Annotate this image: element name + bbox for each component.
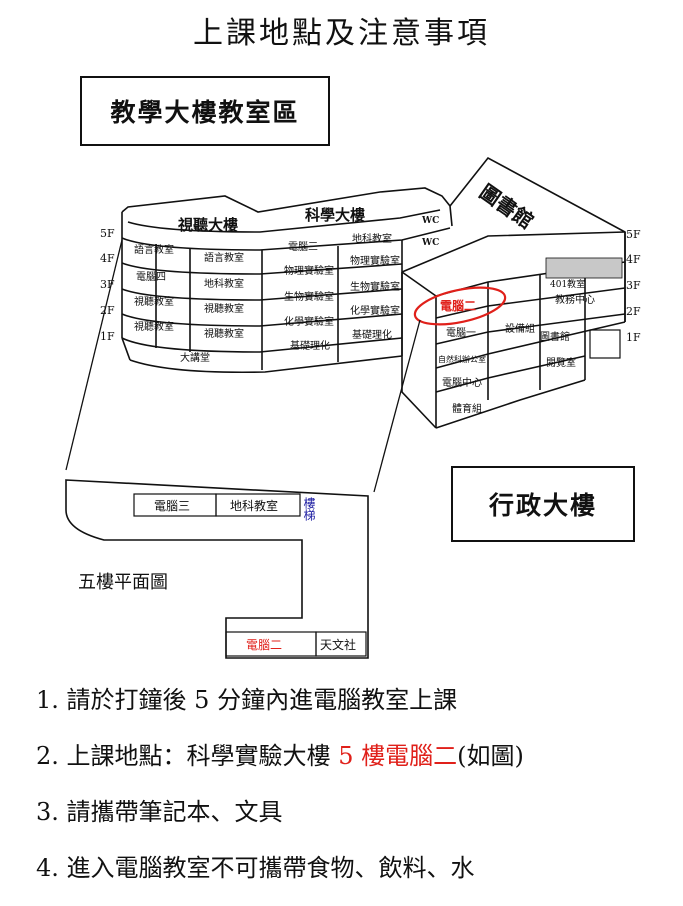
room-label: 化學實驗室	[350, 304, 400, 317]
notes-list: 1. 請於打鐘後 5 分鐘內進電腦教室上課 2. 上課地點：科學實驗大樓 5 樓…	[36, 682, 676, 906]
floor-label-left: 4F	[100, 252, 115, 265]
room-label: 基礎理化	[290, 339, 330, 352]
note-text: 上課地點：科學實驗大樓	[66, 742, 339, 770]
teaching-area-label: 教學大樓教室區	[80, 76, 330, 146]
note-text: 請攜帶筆記本、文具	[66, 798, 283, 826]
wc-label: WC	[421, 238, 439, 248]
floor-label-left: 2F	[100, 304, 115, 317]
floor-label-right: 3F	[626, 279, 641, 292]
roof-label: 科學大樓	[305, 206, 365, 224]
room-label: 圖書館	[540, 330, 570, 343]
document-page: 上課地點及注意事項 教學大樓教室區 5F 4F 3F 2F 1F 5F 4F 3…	[36, 16, 641, 882]
room-label: 基礎理化	[352, 328, 392, 341]
note-highlight: 5 樓電腦二	[338, 742, 458, 770]
floor-room-label-computer2: 電腦二	[246, 637, 282, 652]
roof-label: 圖書館	[475, 179, 538, 233]
stairs-label: 樓梯	[302, 496, 316, 521]
wc-label: WC	[421, 216, 439, 226]
room-label: 語言教室	[134, 243, 174, 256]
floor-label-right: 5F	[626, 228, 641, 241]
floor-room	[315, 631, 367, 657]
room-label: 電腦一	[446, 326, 476, 339]
room-label: 閱覽室	[546, 356, 576, 369]
floor-label-left: 1F	[100, 330, 115, 343]
room-label: 語言教室	[204, 251, 244, 264]
entrance-door	[589, 329, 621, 359]
room-label: 地科教室	[204, 277, 244, 290]
note-number: 2.	[36, 742, 59, 770]
highlight-circle	[413, 286, 507, 326]
room-label: 電腦中心	[442, 376, 482, 389]
note-item: 4. 進入電腦教室不可攜帶食物、飲料、水	[36, 850, 676, 906]
note-number: 4.	[36, 854, 59, 882]
floor-room-label: 地科教室	[230, 498, 278, 513]
callout-line	[373, 319, 421, 493]
shaded-room	[545, 257, 623, 279]
room-label: 地科教室	[352, 232, 392, 245]
room-label: 化學實驗室	[284, 315, 334, 328]
note-text: 請於打鐘後 5 分鐘內進電腦教室上課	[66, 686, 458, 714]
floor-plan-title: 五樓平面圖	[78, 572, 168, 593]
note-item: 1. 請於打鐘後 5 分鐘內進電腦教室上課	[36, 682, 676, 738]
floor-label-right: 1F	[626, 331, 641, 344]
callout-line	[65, 239, 123, 471]
room-label: 視聽教室	[204, 302, 244, 315]
floor-room	[215, 493, 301, 517]
room-label: 物理實驗室	[350, 254, 400, 267]
room-label: 大講堂	[180, 351, 210, 364]
floor-label-left: 5F	[100, 227, 115, 240]
note-tail: (如圖)	[457, 742, 524, 770]
room-label: 視聽教室	[204, 327, 244, 340]
room-label-computer2: 電腦二	[440, 298, 476, 313]
page-title: 上課地點及注意事項	[193, 16, 490, 51]
room-label: 生物實驗室	[284, 290, 334, 303]
room-label: 體育組	[452, 402, 482, 415]
floor-label-right: 2F	[626, 305, 641, 318]
floor-room-label: 天文社	[320, 637, 356, 652]
note-number: 3.	[36, 798, 59, 826]
room-label: 視聽教室	[134, 295, 174, 308]
admin-building-label: 行政大樓	[451, 466, 635, 542]
note-text: 進入電腦教室不可攜帶食物、飲料、水	[66, 854, 475, 882]
room-label: 自然科辦公室	[438, 354, 486, 364]
room-label: 視聽教室	[134, 320, 174, 333]
room-label: 物理實驗室	[284, 264, 334, 277]
note-item: 3. 請攜帶筆記本、文具	[36, 794, 676, 850]
room-label: 電腦四	[136, 270, 166, 283]
floor-plan-outline	[65, 479, 369, 659]
room-label: 生物實驗室	[350, 280, 400, 293]
floor-label-left: 3F	[100, 278, 115, 291]
roof-label: 視聽大樓	[177, 216, 238, 234]
note-item: 2. 上課地點：科學實驗大樓 5 樓電腦二(如圖)	[36, 738, 676, 794]
room-label: 401教室	[550, 278, 585, 290]
room-label: 設備組	[505, 322, 535, 335]
note-number: 1.	[36, 686, 59, 714]
room-label: 教務中心	[555, 293, 595, 306]
floor-label-right: 4F	[626, 253, 641, 266]
room-label: 電腦三	[288, 240, 318, 253]
floor-room-label: 電腦三	[154, 498, 190, 513]
building-outline	[121, 156, 626, 429]
building-diagram: 5F 4F 3F 2F 1F 5F 4F 3F 2F 1F	[65, 156, 641, 659]
